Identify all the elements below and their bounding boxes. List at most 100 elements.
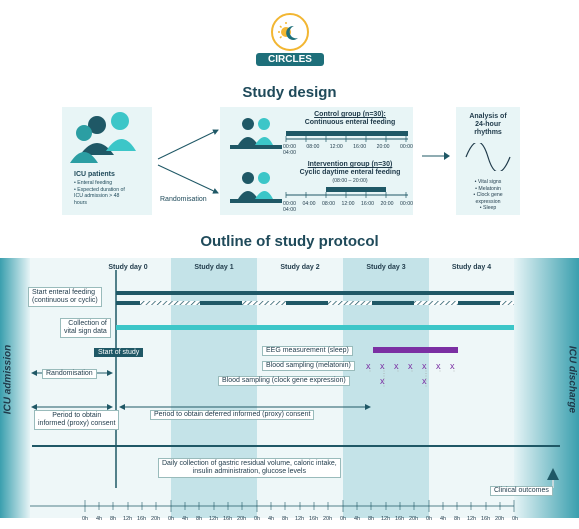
hour-label: 0h [254, 516, 261, 522]
control-time-axis: 00:00 08:00 12:00 16:00 20:00 00:00 [283, 144, 413, 150]
clock-gene-marker: x [422, 376, 427, 386]
tick-label: 04:00 [283, 150, 296, 156]
intervention-icon [230, 172, 282, 203]
hour-label: 4h [440, 516, 447, 522]
tick-label: 04:00 [302, 201, 316, 207]
hour-label: 8h [454, 516, 461, 522]
intervention-timeline [285, 187, 408, 198]
tick-label: 16:00 [353, 144, 367, 150]
protocol-title: Outline of study protocol [200, 233, 379, 250]
hour-label: 12h [295, 516, 305, 522]
intervention-time-axis: 00:00 04:00 08:00 12:00 16:00 20:00 00:0… [283, 201, 413, 207]
icu-bullet: • Enteral feeding [74, 180, 113, 186]
protocol-timeline [30, 270, 560, 512]
control-timeline [285, 131, 408, 142]
hour-label: 12h [381, 516, 391, 522]
consent-label: Period to obtain informed (proxy) consen… [34, 410, 120, 430]
daily-line: insulin administration, glucose levels [192, 468, 306, 475]
hour-label: 16h [309, 516, 319, 522]
tick-label: 00:00 [399, 144, 413, 150]
hour-label: 20h [237, 516, 247, 522]
hour-label: 0h [168, 516, 175, 522]
hour-label: 4h [268, 516, 275, 522]
hour-label: 4h [354, 516, 361, 522]
tick-label: 20:00 [376, 144, 390, 150]
hour-label: 20h [409, 516, 419, 522]
melatonin-marker: x [422, 361, 427, 371]
sine-wave-icon [465, 143, 511, 171]
tick-label: 16:00 [361, 201, 374, 207]
day-header: Study day 1 [194, 264, 234, 271]
day-header: Study day 4 [451, 264, 492, 271]
icu-admission-label: ICU admission [2, 344, 14, 415]
icu-patients-box: ICU patients • Enteral feeding • Expecte… [62, 107, 152, 215]
analysis-title-line: Analysis of [469, 113, 507, 120]
icu-bullet: hours [74, 199, 87, 206]
day-header: Study day 3 [366, 264, 406, 271]
tick-label: 12:00 [341, 201, 355, 207]
intervention-title: Intervention group (n=30) [307, 161, 393, 168]
hour-label: 8h [196, 516, 203, 522]
right-gradient [514, 258, 579, 518]
hour-label: 16h [395, 516, 405, 522]
left-gradient [0, 258, 30, 518]
hour-label: 16h [481, 516, 491, 522]
vital-sign-label: Collection of vital sign data [60, 318, 111, 338]
melatonin-marker: x [380, 361, 385, 371]
hour-label: 20h [495, 516, 505, 522]
start-feeding-line: Start enteral feeding [32, 289, 96, 296]
vital-line: vital sign data [64, 328, 107, 335]
hour-label: 20h [151, 516, 161, 522]
tick-label: 00:00 [283, 201, 296, 207]
vital-line: Collection of [68, 320, 107, 327]
analysis-title-line: 24-hour [475, 121, 501, 128]
hour-label: 12h [209, 516, 219, 522]
hour-axis: 0h 4h 8h 12h 16h 20h 0h 4h 8h 12h 16h 20… [78, 516, 528, 526]
melatonin-marker: x [408, 361, 413, 371]
tick-label: 00:00 [283, 144, 296, 150]
analysis-title-line: rhythms [474, 129, 502, 136]
analysis-item: • Melatonin [475, 185, 501, 192]
randomisation-label: Randomisation [160, 196, 207, 203]
intervention-subtitle: Cyclic daytime enteral feeding [299, 169, 401, 176]
eeg-bar [373, 347, 458, 353]
consent-line: Period to obtain [52, 412, 102, 419]
melatonin-marker: x [450, 361, 455, 371]
clinical-outcomes-label: Clinical outcomes [490, 486, 553, 496]
randomisation-protocol-label: Randomisation [42, 369, 97, 379]
analysis-item: • Clock gene [473, 192, 503, 198]
melatonin-marker: x [366, 361, 371, 371]
analysis-item: • Vital signs [474, 179, 502, 185]
day-header: Study day 0 [108, 264, 148, 271]
hour-label: 16h [137, 516, 147, 522]
start-of-study-label: Start of study [94, 348, 144, 357]
study-design-title: Study design [242, 84, 337, 101]
icu-bullet: ICU admission > 48 [74, 193, 120, 199]
tick-label: 12:00 [329, 144, 343, 150]
tick-label: 08:00 [306, 144, 320, 150]
analysis-item: expression [475, 198, 501, 205]
daily-collection-label: Daily collection of gastric residual vol… [158, 458, 341, 478]
icu-bullet: • Expected duration of [74, 186, 125, 193]
control-subtitle: Continuous enteral feeding [304, 119, 396, 126]
hour-label: 0h [512, 516, 519, 522]
control-title: Control group (n=30): [314, 111, 386, 118]
clock-gene-marker: x [380, 376, 385, 386]
hour-label: 0h [426, 516, 433, 522]
eeg-label: EEG measurement (sleep) [262, 346, 353, 356]
hour-label: 8h [368, 516, 375, 522]
vital-sign-bar [116, 325, 514, 330]
tick-label: 20:00 [380, 201, 394, 207]
melatonin-marker: x [394, 361, 399, 371]
hour-label: 4h [96, 516, 103, 522]
hour-label: 12h [123, 516, 133, 522]
logo-text: CIRCLES [256, 53, 324, 66]
control-icon [230, 118, 282, 149]
hour-label: 0h [82, 516, 89, 522]
analysis-item: • Sleep [479, 205, 497, 211]
start-feeding-label: Start enteral feeding (continuous or cyc… [28, 287, 102, 307]
tick-label: 04:00 [283, 207, 296, 213]
arrow-to-analysis [422, 152, 450, 160]
tick-label: 08:00 [322, 201, 335, 207]
deferred-consent-label: Period to obtain deferred informed (prox… [150, 410, 315, 420]
